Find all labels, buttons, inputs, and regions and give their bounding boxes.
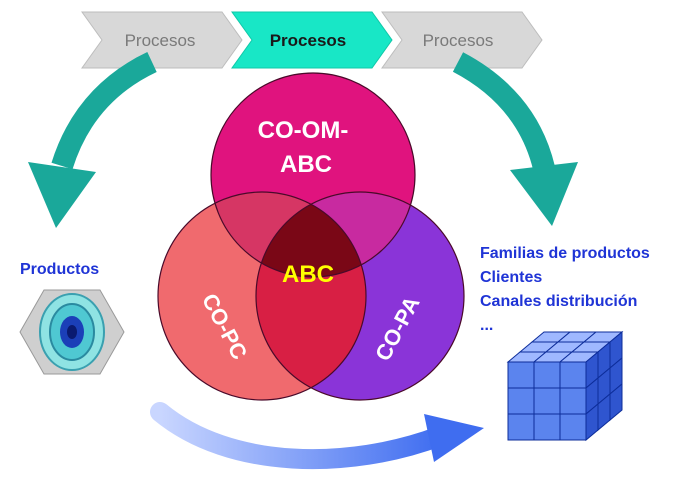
data-cube-icon[interactable] — [506, 330, 624, 442]
process-step-3-label: Procesos — [423, 31, 494, 50]
right-list-item-4: ... — [480, 317, 493, 334]
right-list-item-1: Familias de productos — [480, 245, 650, 262]
process-step-3[interactable] — [381, 11, 543, 69]
productos-label: Productos — [20, 261, 99, 278]
right-panel: Familias de productos Clientes Canales d… — [480, 245, 650, 442]
venn-label-top-line1: CO-OM- — [258, 117, 349, 144]
teal-arrow-left — [28, 52, 157, 228]
teal-arrow-right — [452, 52, 578, 226]
process-step-2[interactable] — [231, 11, 393, 69]
blue-arrow-bottom — [150, 402, 484, 470]
venn-label-top-line2: ABC — [280, 151, 332, 178]
left-panel: Productos — [19, 261, 125, 375]
venn-label-center: ABC — [282, 261, 334, 288]
gear-wheel-icon[interactable] — [19, 289, 125, 375]
process-step-2-label: Procesos — [270, 31, 347, 50]
venn-diagram: CO-OM- ABC CO-PC CO-PA ABC — [157, 72, 465, 401]
process-step-1[interactable] — [81, 11, 243, 69]
right-list-item-3: Canales distribución — [480, 293, 637, 310]
right-list-item-2: Clientes — [480, 269, 542, 286]
overlap-center[interactable] — [256, 192, 464, 400]
process-chevrons: Procesos Procesos Procesos — [81, 11, 543, 69]
process-step-1-label: Procesos — [125, 31, 196, 50]
